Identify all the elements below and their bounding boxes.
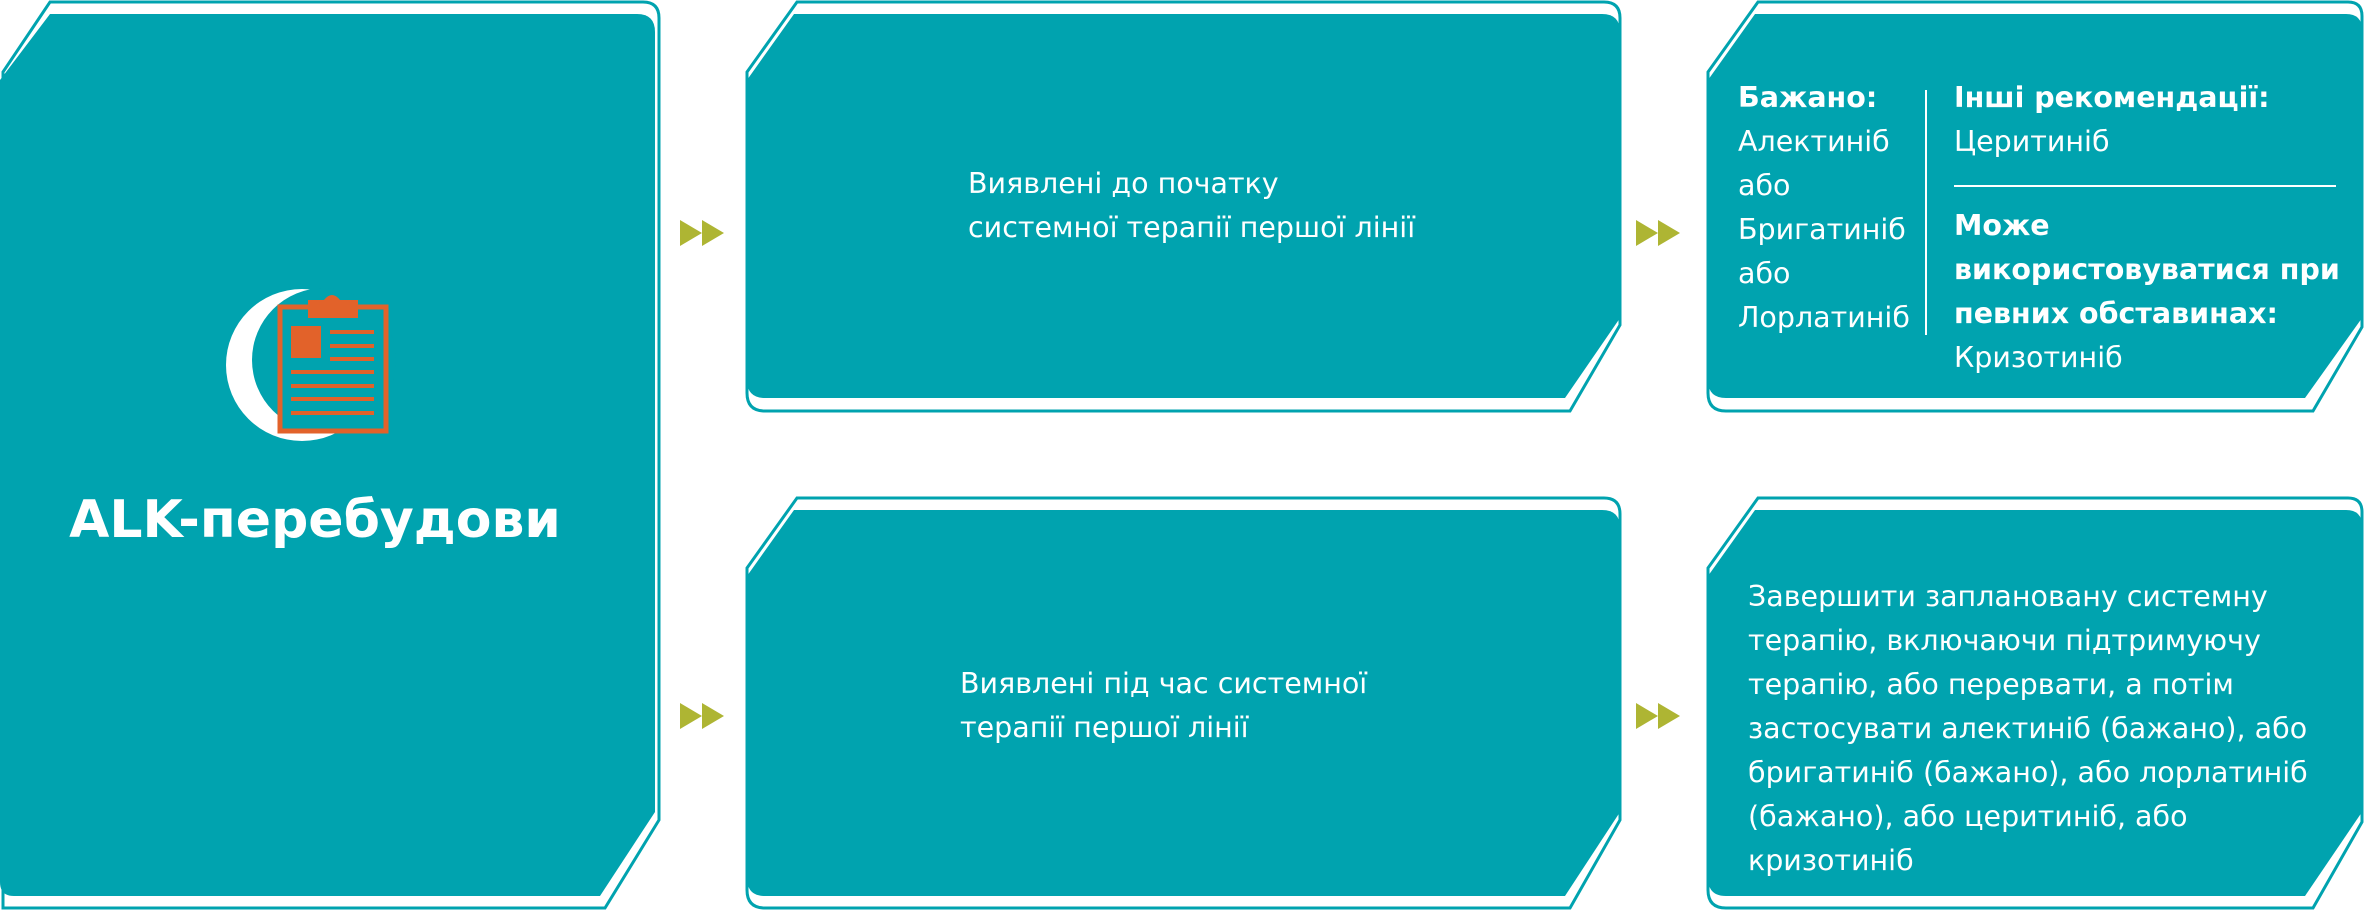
row2-recommendation-box <box>1706 496 2364 910</box>
arrow-left-to-row1 <box>680 220 724 246</box>
preferred-item: Алектиніб <box>1738 125 1890 158</box>
row2-condition-box <box>745 496 1622 910</box>
row1-preferred-column: Бажано: Алектиніб або Бригатиніб або Лор… <box>1738 76 1918 340</box>
row1-recommendation-box <box>1706 0 2364 413</box>
other-label: Інші рекомендації: <box>1954 81 2270 114</box>
clipboard-icon <box>226 288 396 441</box>
arrow-row2-middle-to-right <box>1636 703 1680 729</box>
left-panel-title: ALK-перебудови <box>69 490 561 550</box>
row2-condition-text: Виявлені під час системної терапії першо… <box>960 667 1368 744</box>
other-value: Церитиніб <box>1954 125 2110 158</box>
arrow-row1-middle-to-right <box>1636 220 1680 246</box>
preferred-item: або <box>1738 169 1791 202</box>
arrow-left-to-row2 <box>680 703 724 729</box>
preferred-item: Бригатиніб <box>1738 213 1906 246</box>
row1-other-column: Інші рекомендації: Церитиніб <box>1954 76 2346 164</box>
preferred-item: або <box>1738 257 1791 290</box>
preferred-item: Лорлатиніб <box>1738 301 1910 334</box>
conditional-label: Може використовуватися при певних обстав… <box>1954 209 2340 330</box>
row2-recommendation-text: Завершити заплановану системну терапію, … <box>1748 580 2308 877</box>
row1-condition-box <box>745 0 1622 413</box>
row1-conditional-column: Може використовуватися при певних обстав… <box>1954 204 2346 380</box>
conditional-value: Кризотиніб <box>1954 341 2123 374</box>
preferred-label: Бажано: <box>1738 81 1878 114</box>
row1-condition-text: Виявлені до початку системної терапії пе… <box>968 167 1416 244</box>
left-panel-box <box>0 0 661 910</box>
